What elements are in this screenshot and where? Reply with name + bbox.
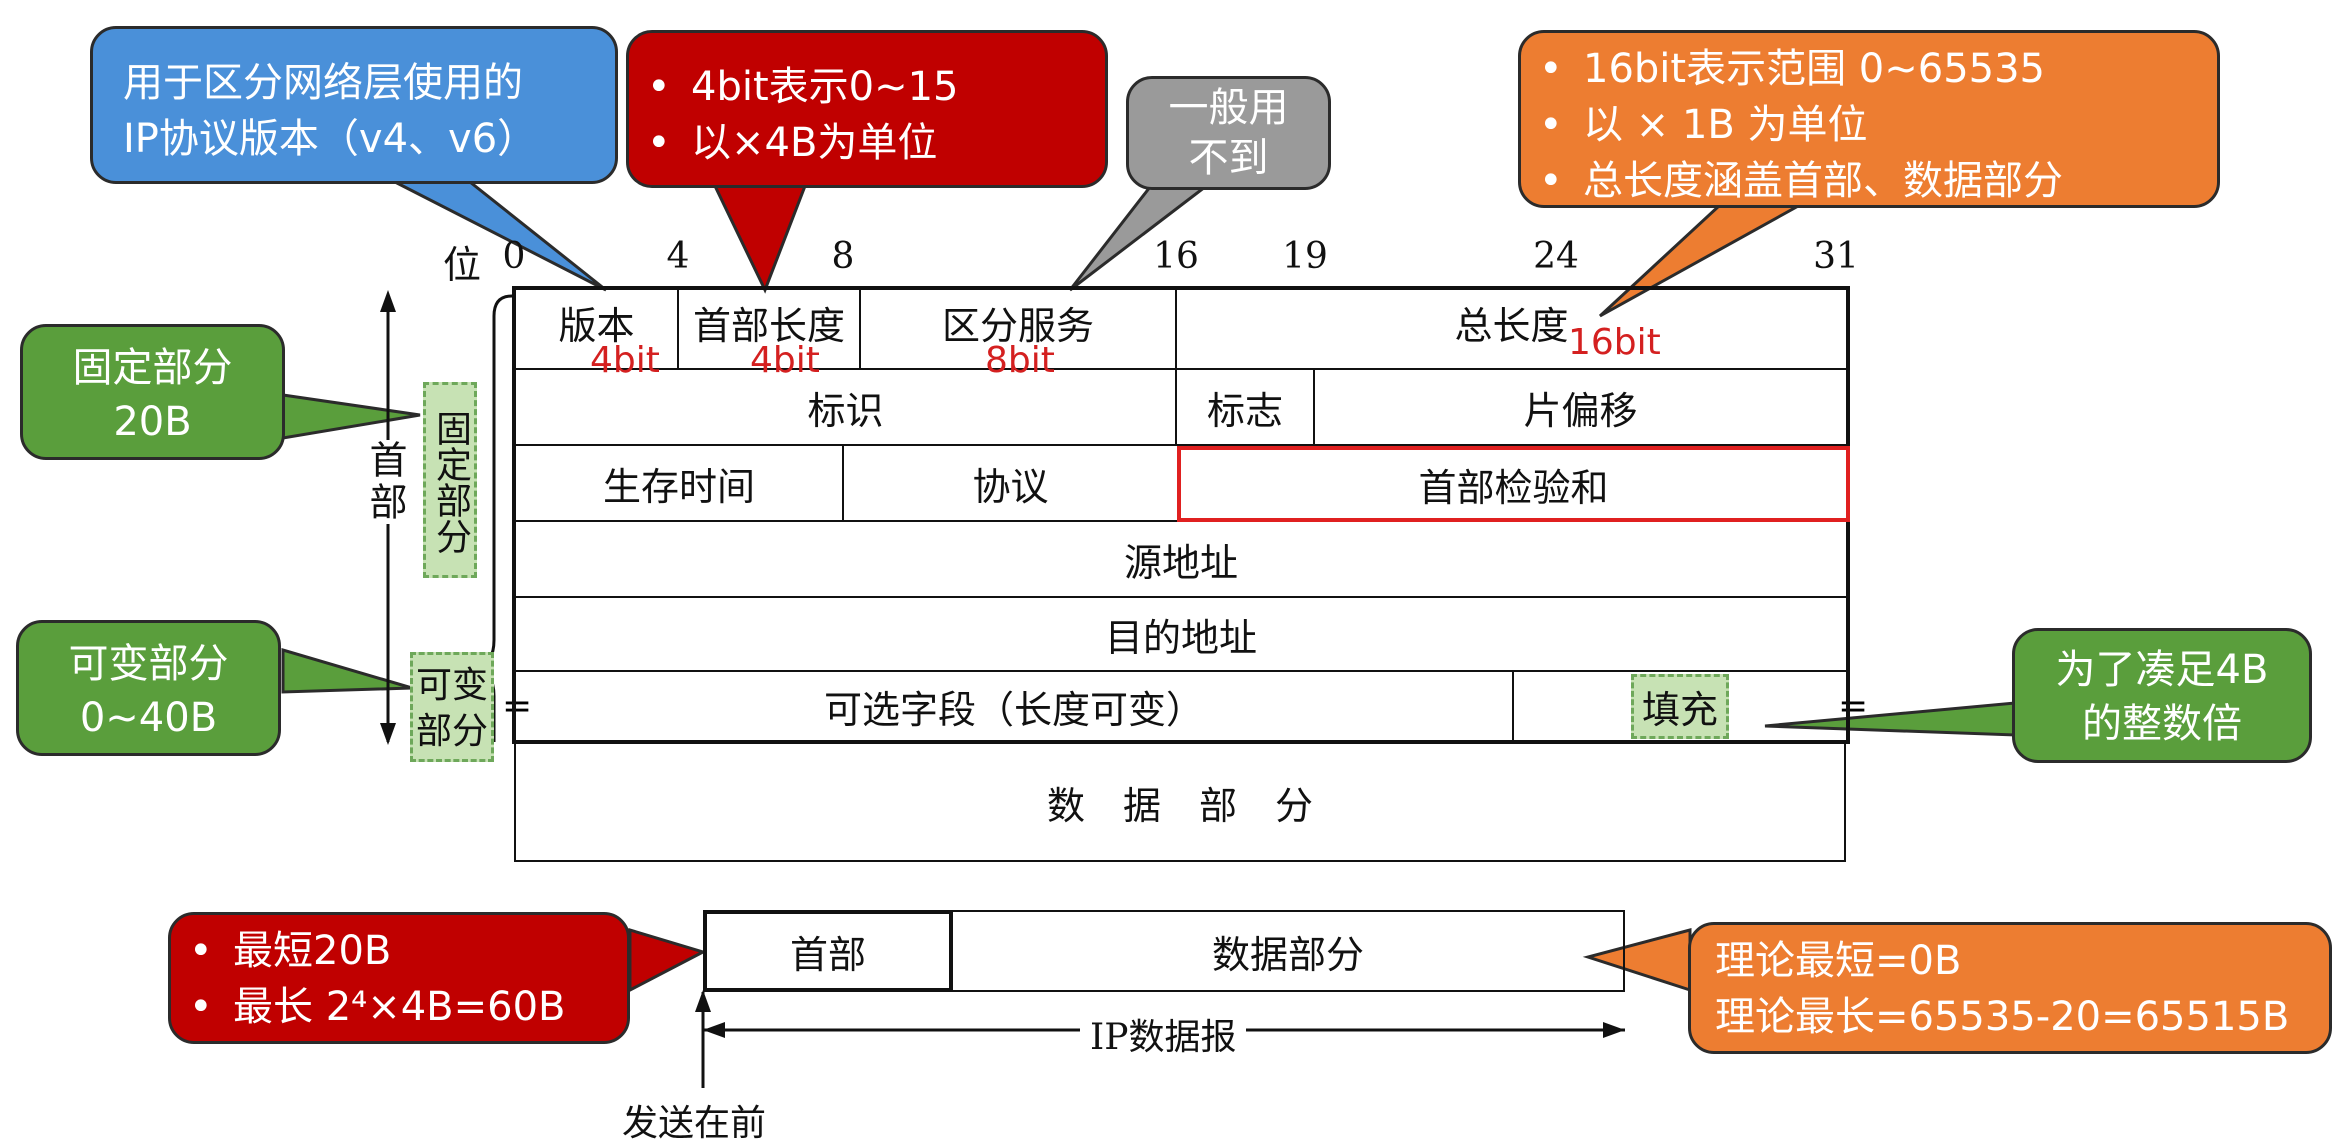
- bit-position-0: 0: [502, 236, 526, 277]
- min-max-callout: 最短20B 最长 2⁴×4B=60B: [168, 912, 630, 1044]
- theory-callout-line-2: 理论最长=65535-20=65515B: [1715, 994, 2290, 1040]
- fixed-callout-line-2: 20B: [113, 399, 192, 445]
- header-length-bits-annotation: 4bit: [750, 340, 820, 381]
- datagram-header-label: 首部: [789, 932, 866, 977]
- field-source-address-label: 源地址: [1123, 540, 1238, 585]
- tos-callout-line-1: 一般用: [1168, 85, 1289, 131]
- variable-callout-tail: [281, 647, 413, 694]
- min-max-bullet-1: 最短20B: [171, 923, 627, 979]
- field-padding: 填充: [1514, 672, 1850, 744]
- header-side-label: 首部: [363, 440, 410, 524]
- header-length-bullet-1: 4bit表示0~15: [629, 59, 1105, 115]
- field-header-length: 首部长度: [679, 286, 861, 370]
- field-options: 可选字段（长度可变）: [512, 672, 1514, 744]
- send-first-label: 发送在前: [622, 1103, 767, 1144]
- min-max-bullet-2: 最长 2⁴×4B=60B: [171, 979, 627, 1035]
- field-protocol-label: 协议: [972, 464, 1049, 509]
- field-options-label: 可选字段（长度可变）: [823, 687, 1204, 732]
- field-tos: 区分服务: [861, 286, 1177, 370]
- tos-callout-line-2: 不到: [1188, 135, 1269, 181]
- variable-part-label-text: 可变部分: [415, 665, 488, 752]
- min-max-callout-tail: [628, 927, 707, 993]
- padding-callout: 为了凑足4B 的整数倍: [2012, 628, 2312, 763]
- field-header-length-label: 首部长度: [692, 303, 845, 348]
- fixed-callout-line-1: 固定部分: [72, 345, 233, 391]
- variable-part-label: 可变部分: [410, 652, 494, 762]
- tos-bits-annotation: 8bit: [985, 340, 1055, 381]
- total-length-callout: 16bit表示范围 0~65535 以 × 1B 为单位 总长度涵盖首部、数据部…: [1518, 30, 2220, 209]
- fixed-part-callout: 固定部分 20B: [20, 324, 285, 460]
- data-part-label: 数 据 部 分: [1046, 783, 1313, 828]
- theory-callout-line-1: 理论最短=0B: [1715, 938, 1962, 984]
- total-length-bullet-1: 16bit表示范围 0~65535: [1521, 41, 2217, 97]
- field-ttl-label: 生存时间: [602, 464, 755, 509]
- bit-position-16: 16: [1153, 236, 1199, 277]
- version-callout-tail: [394, 180, 607, 292]
- bit-position-31: 31: [1813, 236, 1859, 277]
- field-padding-label: 填充: [1630, 673, 1729, 739]
- total-length-bullet-3: 总长度涵盖首部、数据部分: [1521, 153, 2217, 209]
- version-callout-line-2: IP协议版本（v4、v6）: [123, 116, 538, 162]
- svg-text:=: =: [502, 686, 532, 727]
- variable-callout-line-1: 可变部分: [68, 641, 229, 687]
- field-identification: 标识: [512, 370, 1177, 446]
- fixed-part-label: 固定部分: [423, 382, 477, 578]
- version-bits-annotation: 4bit: [590, 340, 660, 381]
- bit-position-19: 19: [1282, 236, 1328, 277]
- variable-part-callout: 可变部分 0~40B: [16, 620, 281, 756]
- header-length-bullet-2: 以×4B为单位: [629, 115, 1105, 171]
- data-part: 数 据 部 分: [514, 744, 1846, 862]
- datagram-span-label: IP数据报: [1080, 1008, 1247, 1060]
- total-length-bullet-2: 以 × 1B 为单位: [1521, 97, 2217, 153]
- header-length-callout: 4bit表示0~15 以×4B为单位: [626, 30, 1108, 188]
- bit-position-4: 4: [666, 236, 690, 277]
- field-ttl: 生存时间: [512, 446, 844, 522]
- datagram-header-box: 首部: [703, 910, 953, 992]
- tos-callout: 一般用 不到: [1126, 76, 1331, 190]
- field-fragment-offset-label: 片偏移: [1523, 388, 1638, 433]
- field-protocol: 协议: [844, 446, 1177, 522]
- header-side-label-text: 首部: [363, 440, 407, 524]
- theory-callout: 理论最短=0B 理论最长=65535-20=65515B: [1688, 922, 2332, 1054]
- field-source-address: 源地址: [512, 522, 1850, 598]
- bit-position-8: 8: [831, 236, 855, 277]
- padding-callout-line-1: 为了凑足4B: [2055, 647, 2269, 693]
- datagram-data-box: 数据部分: [953, 910, 1625, 992]
- fixed-part-label-text: 固定部分: [430, 410, 471, 554]
- field-version-label: 版本: [558, 303, 635, 348]
- field-destination-address-label: 目的地址: [1104, 615, 1257, 660]
- variable-callout-line-2: 0~40B: [79, 695, 218, 741]
- field-header-checksum: 首部检验和: [1177, 446, 1850, 522]
- version-callout-line-1: 用于区分网络层使用的: [123, 60, 523, 106]
- field-total-length-label: 总长度: [1454, 303, 1569, 348]
- field-identification-label: 标识: [807, 388, 884, 433]
- field-flags: 标志: [1177, 370, 1315, 446]
- svg-text:=: =: [1838, 686, 1868, 727]
- field-flags-label: 标志: [1206, 388, 1283, 433]
- bit-axis-label: 位: [443, 243, 482, 287]
- padding-callout-line-2: 的整数倍: [2082, 701, 2242, 747]
- field-header-checksum-label: 首部检验和: [1418, 465, 1609, 510]
- version-callout: 用于区分网络层使用的 IP协议版本（v4、v6）: [90, 26, 618, 184]
- ihl-callout-tail: [712, 184, 808, 294]
- field-tos-label: 区分服务: [941, 303, 1094, 348]
- total-length-bits-annotation: 16bit: [1568, 322, 1661, 363]
- bit-position-24: 24: [1533, 236, 1579, 277]
- datagram-data-label: 数据部分: [1211, 932, 1364, 977]
- field-total-length: 总长度: [1177, 286, 1850, 370]
- field-version: 版本: [512, 286, 679, 370]
- fixed-callout-tail: [281, 393, 421, 440]
- field-fragment-offset: 片偏移: [1315, 370, 1850, 446]
- field-destination-address: 目的地址: [512, 598, 1850, 672]
